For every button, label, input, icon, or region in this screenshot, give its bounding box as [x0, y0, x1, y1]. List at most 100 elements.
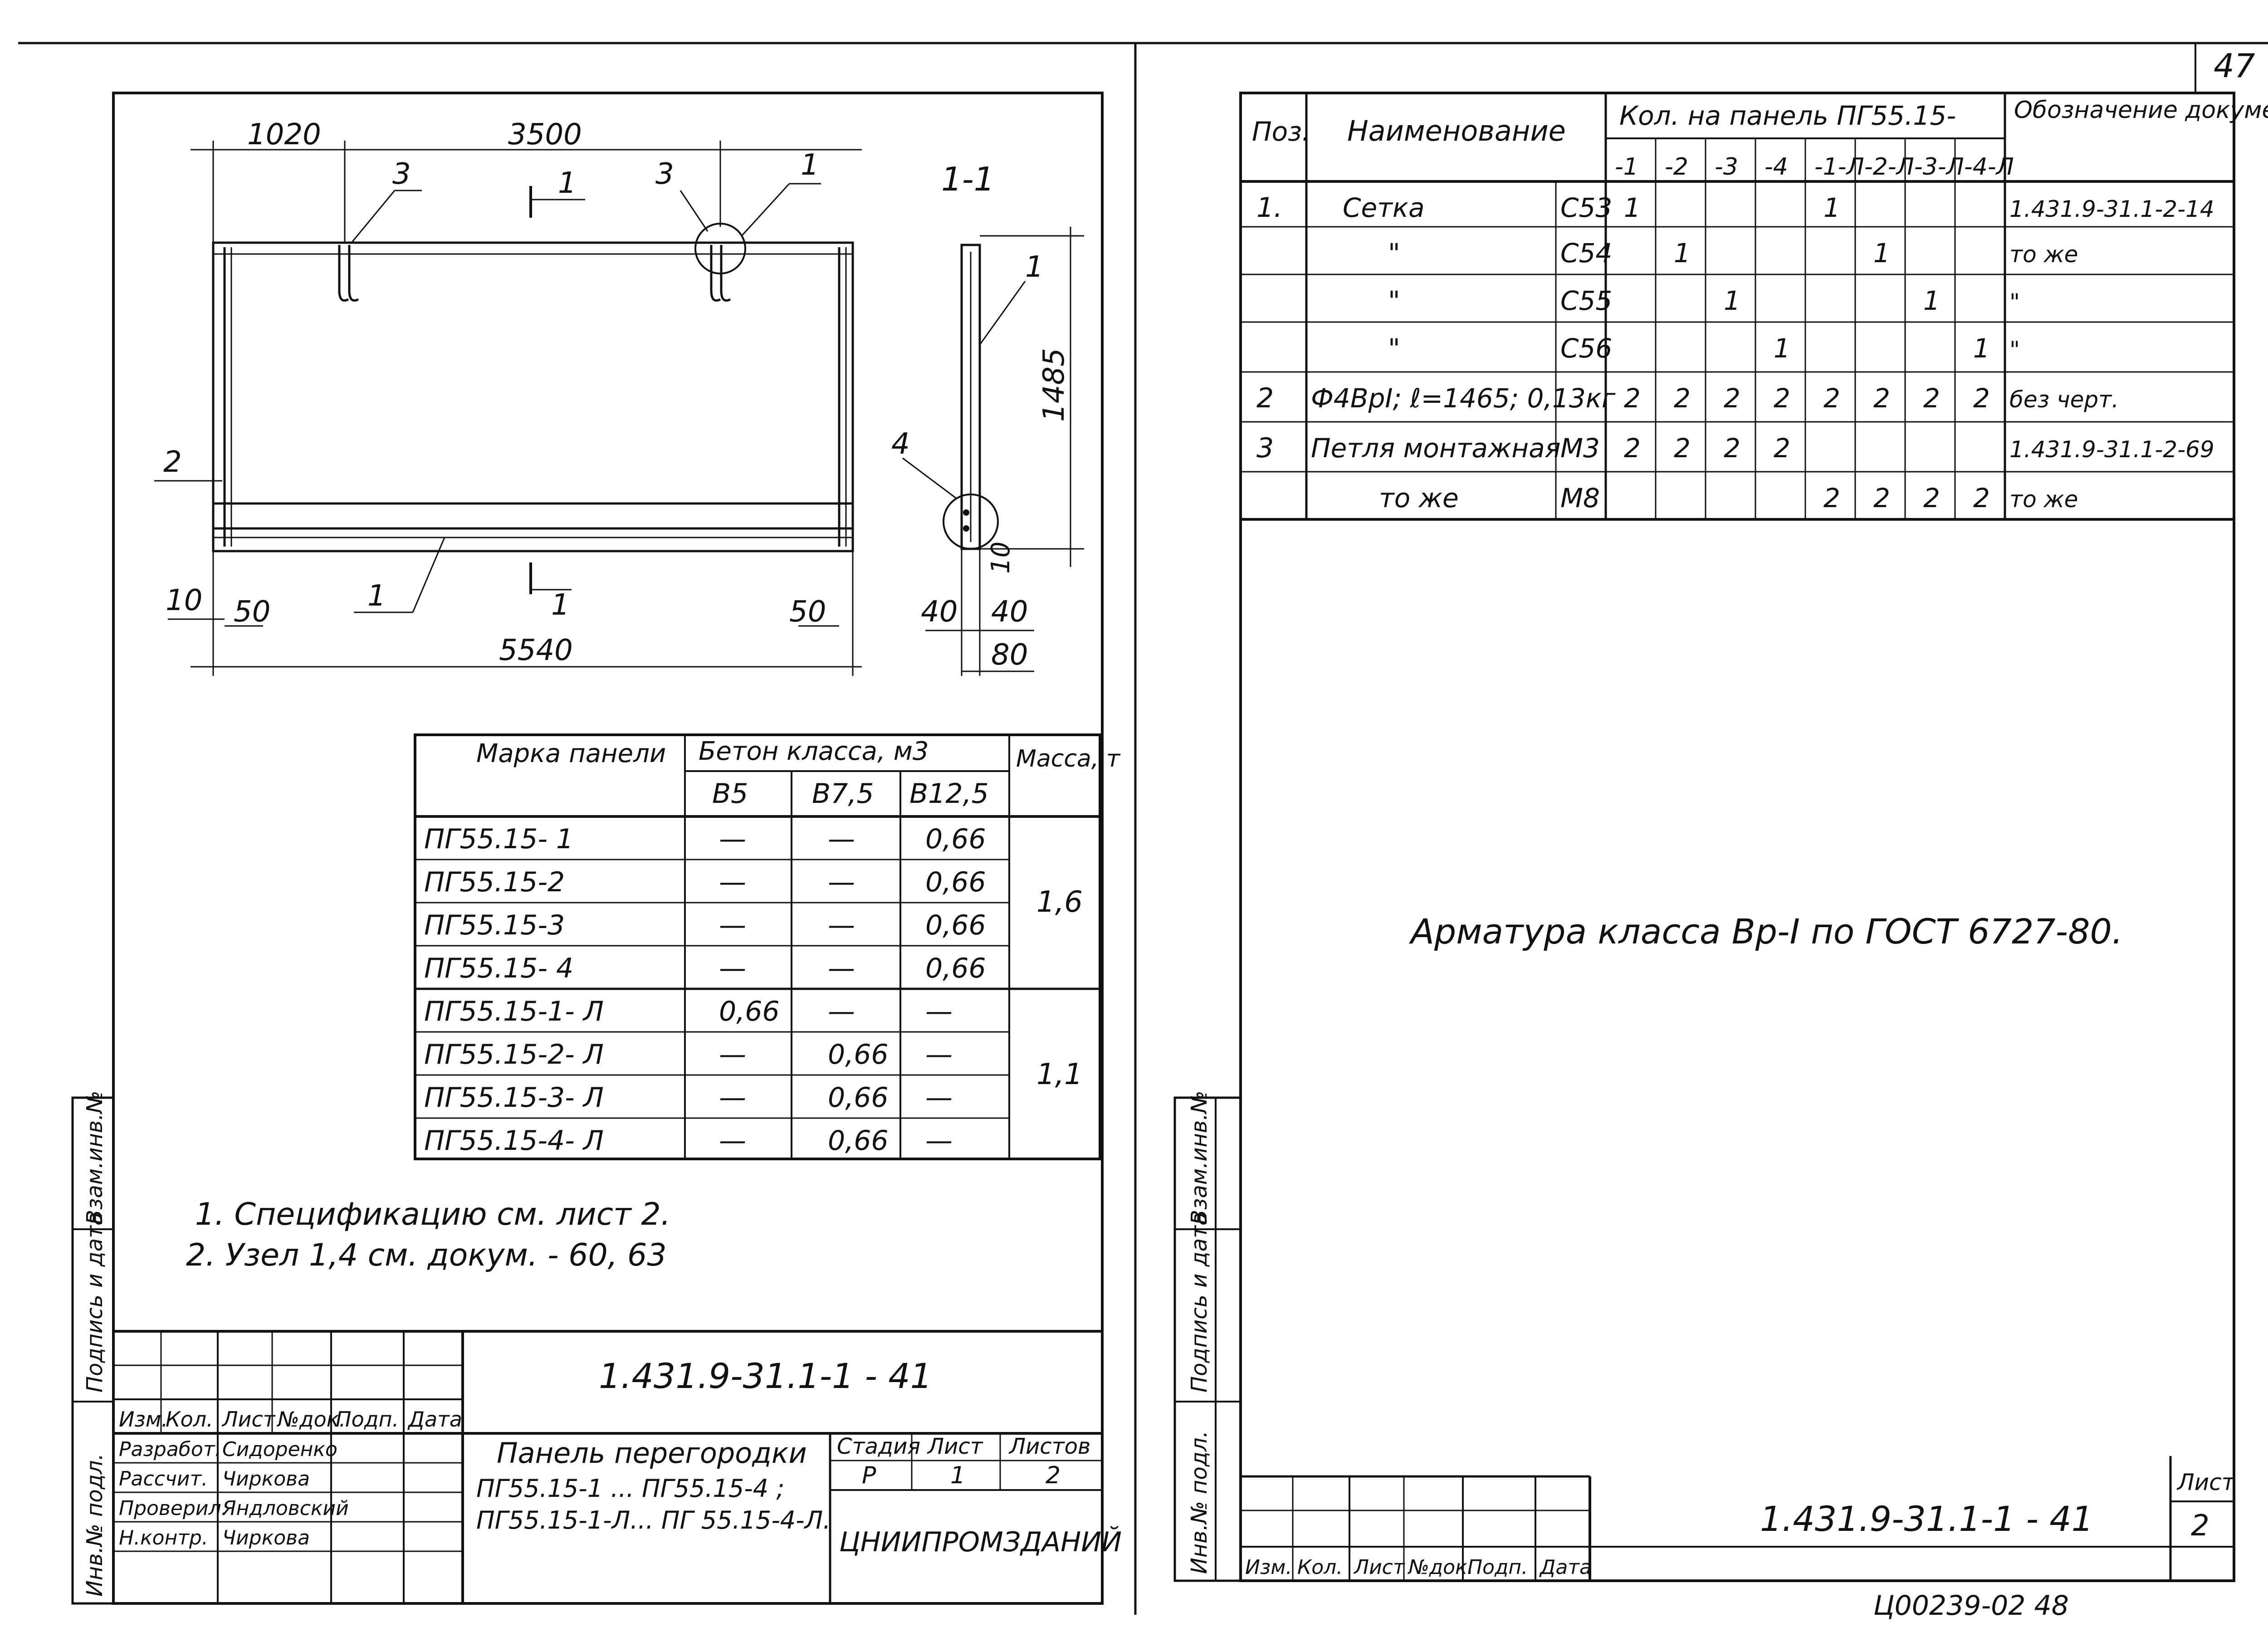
- stamp-col-header: Кол.: [166, 1407, 213, 1432]
- spec-row-code: С53: [1560, 192, 1612, 223]
- right-title-block: [1241, 1456, 2234, 1581]
- panel-row-b5: —: [719, 909, 746, 941]
- spec-row-doc: ": [2009, 337, 2020, 363]
- stamp-org: ЦНИИПРОМЗДАНИЙ: [839, 1526, 1122, 1558]
- r-side-label-replace: Взам.инв.№: [1187, 1091, 1212, 1225]
- spec-subheader: -4: [1765, 153, 1788, 181]
- class-b75: B7,5: [812, 778, 874, 810]
- stamp-role: Н.контр.: [119, 1526, 208, 1549]
- spec-row-qty: 2: [1923, 483, 1940, 513]
- dim-10-left: 10: [166, 584, 202, 617]
- panel-outline: [212, 241, 854, 552]
- footer-code: Ц00239-02 48: [1873, 1590, 2069, 1622]
- spec-subheader: -2-Л: [1864, 153, 1914, 181]
- spec-row-name: то же: [1379, 483, 1459, 513]
- panel-row-b5: 0,66: [719, 996, 780, 1027]
- spec-row-code: С56: [1560, 333, 1612, 364]
- panel-row-b75: 0,66: [828, 1125, 889, 1157]
- note-1: 1. Спецификацию см. лист 2.: [195, 1197, 670, 1232]
- panel-row-b125: —: [925, 1082, 953, 1114]
- panel-row-mark: ПГ55.15- 4: [424, 953, 573, 984]
- panel-row-mark: ПГ55.15-4- Л: [424, 1125, 604, 1157]
- left-stamp-code: 1.431.9-31.1-1 - 41: [599, 1356, 932, 1396]
- section-view: [943, 244, 999, 550]
- mass-group-2: 1,1: [1036, 1058, 1083, 1091]
- panel-row-mark: ПГ55.15-2: [424, 866, 565, 898]
- dim-80: 80: [991, 638, 1028, 672]
- panel-row-mark: ПГ55.15-2- Л: [424, 1039, 604, 1070]
- mass-group-1: 1,6: [1036, 885, 1083, 919]
- spec-row-qty: 2: [1873, 383, 1890, 414]
- r-side-label-sign: Подпись и дата: [1187, 1212, 1212, 1393]
- spec-row-name: Ф4ВрI; ℓ=1465; 0,13кг: [1311, 383, 1616, 414]
- panel-row-b75: —: [828, 953, 855, 984]
- spec-row-qty: 2: [1624, 383, 1641, 414]
- callout-3a: 3: [392, 157, 411, 191]
- page-number: 47: [2214, 47, 2255, 85]
- spec-row-qty: 2: [1873, 483, 1890, 513]
- stamp-role: Рассчит.: [119, 1467, 208, 1490]
- spec-row-name: Петля монтажная: [1311, 433, 1561, 464]
- stamp-col-header: №док.: [276, 1407, 346, 1432]
- dim-50-right: 50: [789, 595, 826, 629]
- r-side-label-inv: Инв.№ подл.: [1187, 1431, 1212, 1574]
- spec-row-pos: 1.: [1256, 192, 1282, 224]
- callout-3b: 3: [655, 157, 674, 191]
- right-sheet-frame: [1239, 92, 2235, 1582]
- stamp-name: Яндловский: [222, 1497, 349, 1520]
- spec-row-qty: 2: [1674, 383, 1691, 414]
- panel-row-b5: —: [719, 866, 746, 898]
- spec-row-doc: 1.431.9-31.1-2-14: [2009, 196, 2214, 222]
- spec-row-qty: 1: [1674, 238, 1691, 269]
- spec-row-doc: без черт.: [2009, 386, 2119, 413]
- spec-row-code: С55: [1560, 285, 1612, 316]
- right-stamp-sheet-header: Лист: [2176, 1469, 2236, 1495]
- right-stamp-code: 1.431.9-31.1-1 - 41: [1760, 1499, 2093, 1539]
- stamp-name: Чиркова: [222, 1467, 310, 1490]
- spec-subheader: -1-Л: [1814, 153, 1864, 181]
- stamp-col-header: Изм.: [1245, 1556, 1292, 1579]
- stamp-col-header: Дата: [1539, 1556, 1592, 1579]
- stamp-stage-header: Стадия: [837, 1434, 920, 1459]
- stamp-col-header: Лист: [1353, 1556, 1405, 1579]
- stamp-name: Чиркова: [222, 1526, 310, 1549]
- panel-row-b5: —: [719, 1125, 746, 1157]
- side-label-inv: Инв.№ подл.: [82, 1453, 108, 1597]
- spec-subheader: -3: [1715, 153, 1738, 181]
- dim-10-section: 10: [986, 542, 1016, 574]
- spec-row-code: М8: [1560, 483, 1600, 513]
- panel-row-b75: —: [828, 823, 855, 855]
- spec-row-doc: то же: [2009, 241, 2078, 268]
- spec-row-qty: 2: [1823, 483, 1840, 513]
- table-header-mark: Марка панели: [476, 739, 666, 768]
- class-b5: B5: [712, 778, 748, 810]
- spec-subheader: -1: [1615, 153, 1638, 181]
- spec-subheader: -3-Л: [1914, 153, 1964, 181]
- stamp-title-2: ПГ55.15-1 ... ПГ55.15-4 ;: [476, 1474, 784, 1503]
- stamp-col-header: №док.: [1407, 1556, 1474, 1579]
- left-side-strip: [71, 1096, 115, 1605]
- callout-1c: 1: [367, 579, 386, 613]
- panel-row-b5: —: [719, 1082, 746, 1114]
- right-stamp-sheet: 2: [2191, 1509, 2209, 1543]
- spec-row-qty: 1: [1923, 285, 1940, 316]
- panel-row-b75: —: [828, 909, 855, 941]
- stamp-col-header: Дата: [407, 1407, 462, 1432]
- spec-subheader: -2: [1665, 153, 1688, 181]
- panel-row-b125: 0,66: [925, 823, 986, 855]
- spec-row-doc: то же: [2009, 486, 2078, 513]
- spec-header-doc: Обозначение документа: [2014, 97, 2268, 124]
- spec-row-doc: ": [2009, 289, 2020, 315]
- spec-header-name: Наименование: [1347, 114, 1566, 147]
- dim-50-left: 50: [234, 595, 270, 629]
- lifting-loop-right: [710, 245, 731, 302]
- spec-table: [1241, 93, 2234, 521]
- lifting-loop-left: [338, 245, 359, 302]
- stamp-role: Проверил.: [119, 1497, 228, 1520]
- table-header-concrete: Бетон класса, м3: [699, 737, 929, 766]
- panel-row-b75: —: [828, 996, 855, 1027]
- stamp-name: Сидоренко: [222, 1438, 337, 1461]
- spec-row-qty: 1: [1624, 192, 1641, 223]
